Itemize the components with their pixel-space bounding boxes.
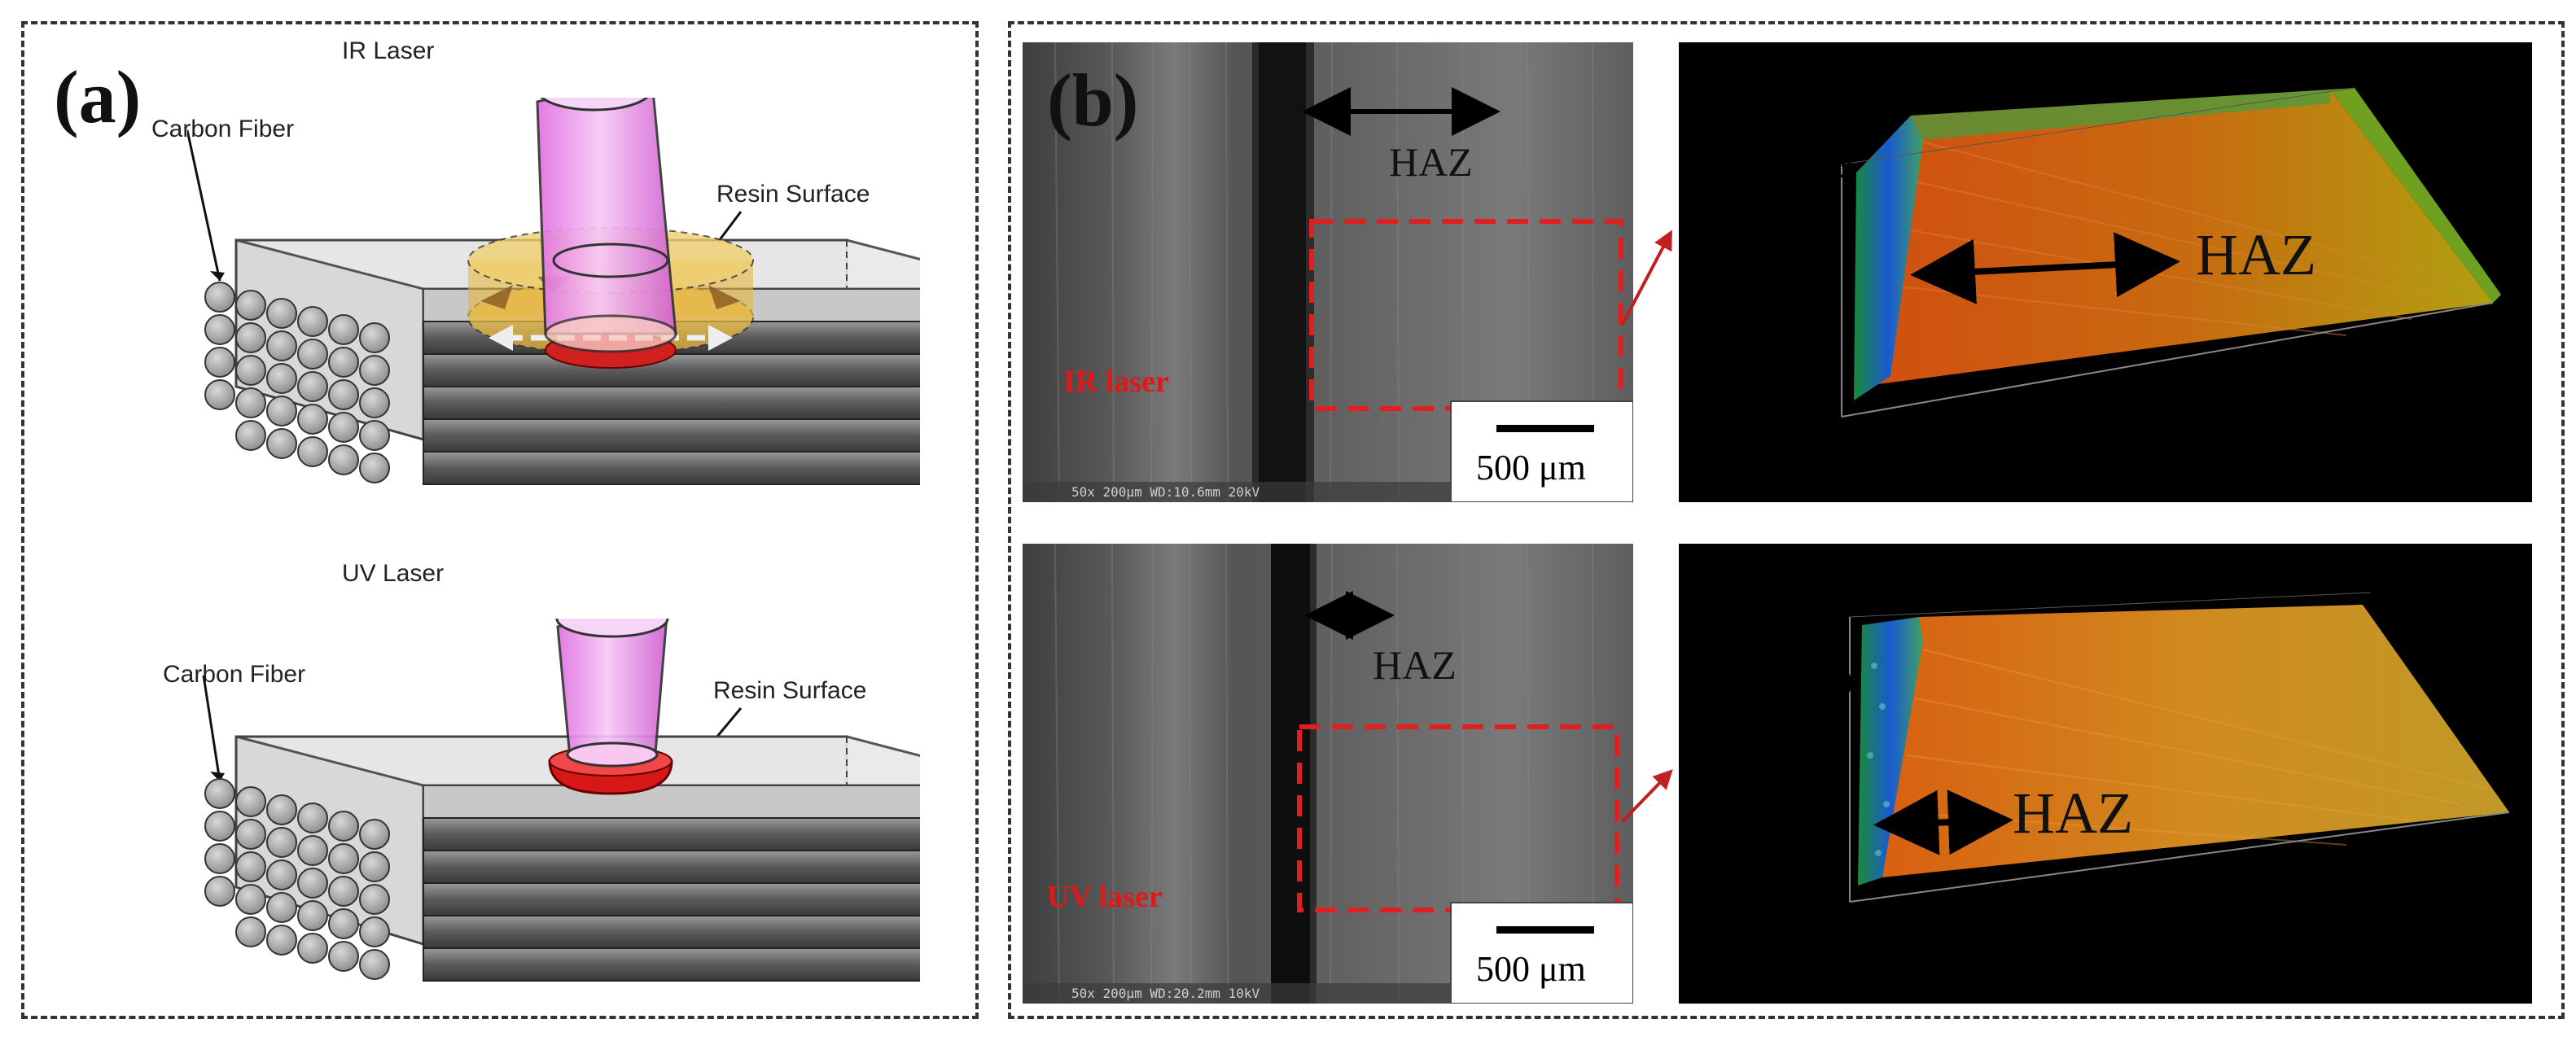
uv-schematic-diagram bbox=[202, 619, 920, 982]
ir-sem-image: (b) HAZ IR laser 500 μm 50x 200μm WD:10.… bbox=[1023, 42, 1633, 502]
ir-topography-plot: 111.3μm 0.0 1000.0 500.0 0.0μm 0.0μm 500… bbox=[1679, 42, 2532, 502]
ir-cut-kerf bbox=[1259, 42, 1306, 502]
fiber-pointer-arrow-uv bbox=[202, 675, 221, 782]
uv-schematic-title: UV Laser bbox=[342, 560, 445, 587]
ir-y-tick-1000: 1000.0 bbox=[1736, 148, 1854, 186]
ir-roi-connector bbox=[1620, 230, 1672, 326]
ir-sem-haz-label: HAZ bbox=[1389, 139, 1473, 185]
uv-y-tick-1000: 1000.0 bbox=[1736, 666, 1854, 703]
uv-z-max: 125.9μm bbox=[2369, 562, 2459, 586]
panel-b-frame bbox=[1008, 21, 2565, 1019]
uv-fiber-label: Carbon Fiber bbox=[163, 661, 306, 688]
roi-connectors bbox=[1620, 230, 1673, 824]
ir-z-min: 0.0 bbox=[2395, 83, 2434, 107]
uv-scale-box: 500 μm bbox=[1450, 902, 1633, 1004]
ir-schematic-diagram bbox=[187, 98, 920, 485]
ir-scale-bar bbox=[1496, 425, 1594, 432]
ir-z-max: 111.3μm bbox=[2369, 60, 2459, 85]
uv-sem-haz-label: HAZ bbox=[1373, 642, 1457, 688]
uv-topography-plot: 125.9μm 0.0 1000.0 500.0 0.0μm 0.0μm 500… bbox=[1679, 544, 2532, 1004]
panel-b-label: (b) bbox=[1047, 59, 1139, 142]
ir-topo-haz-arrow bbox=[1910, 232, 2180, 304]
fiber-pointer-arrow bbox=[187, 129, 221, 282]
uv-sem-image: HAZ UV laser 500 μm 50x 200μm WD:20.2mm … bbox=[1023, 544, 1633, 1004]
ir-y-tick-0: 0.0μm bbox=[1689, 388, 1787, 426]
uv-scale-text: 500 μm bbox=[1476, 949, 1586, 989]
ir-x-tick-1420: 1420.1 bbox=[2412, 388, 2530, 426]
ir-x-tick-1000: 1000.0 bbox=[2224, 409, 2342, 446]
ir-fiber-label: Carbon Fiber bbox=[151, 116, 295, 142]
ir-x-tick-500: 500.0 bbox=[2004, 425, 2103, 462]
ir-sem-footer: 50x 200μm WD:10.6mm 20kV bbox=[1071, 484, 1260, 500]
uv-sem-footer: 50x 200μm WD:20.2mm 10kV bbox=[1071, 986, 1260, 1001]
panel-a-frame bbox=[21, 21, 979, 1019]
ir-scale-text: 500 μm bbox=[1476, 448, 1586, 488]
panel-a-label: (a) bbox=[54, 55, 142, 138]
uv-z-min: 0.0 bbox=[2395, 584, 2434, 609]
uv-x-tick-500: 500.0 bbox=[2004, 926, 2103, 964]
uv-y-tick-0: 0.0μm bbox=[1689, 890, 1787, 927]
ir-x-tick-0: 0.0μm bbox=[1776, 449, 1875, 487]
uv-x-tick-1420: 1420.1 bbox=[2412, 890, 2530, 927]
uv-cut-kerf bbox=[1271, 544, 1310, 1004]
uv-topo-haz-label: HAZ bbox=[2013, 781, 2133, 846]
uv-scale-bar bbox=[1496, 926, 1594, 934]
uv-y-tick-500: 500.0 bbox=[1736, 763, 1834, 801]
ir-topo-haz-label: HAZ bbox=[2196, 222, 2316, 287]
uv-roi-connector bbox=[1620, 769, 1673, 824]
uv-x-tick-1000: 1000.0 bbox=[2224, 914, 2342, 951]
uv-topo-haz-arrow bbox=[1873, 789, 2013, 855]
ir-y-tick-500: 500.0 bbox=[1736, 254, 1834, 291]
uv-laser-label: UV laser bbox=[1047, 880, 1163, 914]
ir-scale-box: 500 μm bbox=[1450, 400, 1633, 502]
uv-x-tick-0: 0.0μm bbox=[1776, 955, 1875, 992]
ir-schematic-title: IR Laser bbox=[342, 37, 435, 64]
ir-laser-label: IR laser bbox=[1063, 365, 1169, 399]
uv-resin-label: Resin Surface bbox=[713, 677, 867, 704]
ir-resin-label: Resin Surface bbox=[716, 181, 870, 208]
